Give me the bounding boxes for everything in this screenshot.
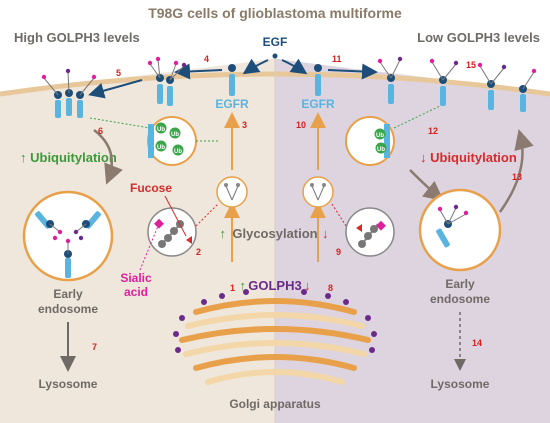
left-heading: High GOLPH3 levels [14, 30, 140, 45]
receptor-cluster-right [377, 56, 537, 112]
lysosome-label-right: Lysosome [431, 377, 490, 391]
step-number-13: 13 [512, 172, 522, 182]
egf-label: EGF [263, 35, 288, 49]
step-number-3: 3 [242, 120, 247, 130]
glycan-zoom-circle-right [345, 207, 395, 257]
ub-connector-right [393, 105, 441, 129]
step-number-12: 12 [428, 126, 438, 136]
arrow-step-6 [93, 129, 123, 185]
step-number-11: 11 [332, 54, 342, 64]
arrow-step-11 [327, 63, 378, 80]
step-number-1: 1 [230, 283, 235, 293]
egf-dot [272, 53, 278, 59]
early-endosome-right [418, 188, 502, 272]
step-number-8: 8 [328, 283, 333, 293]
ub-zoom-circle-right: Ub Ub [345, 116, 395, 166]
fucose-label: Fucose [130, 181, 172, 195]
step-number-10: 10 [296, 120, 306, 130]
early-endosome-left [22, 190, 114, 282]
fucose-pointer [164, 195, 187, 237]
receptor-egfr-right [314, 64, 322, 96]
lysosome-label-left: Lysosome [39, 377, 98, 391]
glycan-small-circle-right [302, 176, 334, 208]
step-number-14: 14 [472, 338, 482, 348]
early-endosome-label-left-line1: Early [53, 287, 83, 301]
sialic-acid-label-line1: Sialic [120, 271, 152, 285]
ub-label: Ub [376, 133, 384, 139]
receptor-cluster-left-far [41, 68, 97, 118]
glycosylation-up-arrow: ↑ [220, 226, 227, 241]
ubiquitylation-down: ↓ Ubiquitylation [420, 150, 517, 165]
arrow-step-5 [88, 79, 143, 99]
figure-title: T98G cells of glioblastoma multiforme [148, 5, 402, 21]
step-number-15: 15 [466, 60, 476, 70]
golph3-down-arrow: ↓ [304, 278, 311, 293]
arrow-step-13 [498, 129, 534, 213]
glycan-zoom-circle-left [147, 207, 197, 257]
golgi-apparatus [173, 289, 377, 385]
step-number-6: 6 [98, 126, 103, 136]
ub-label: Ub [157, 145, 165, 151]
right-cytoplasm [275, 58, 550, 423]
step-number-9: 9 [336, 247, 341, 257]
receptor-cluster-left-mid [147, 56, 187, 106]
step-number-7: 7 [92, 342, 97, 352]
golgi-label: Golgi apparatus [229, 397, 321, 411]
egfr-label-left: EGFR [215, 97, 249, 111]
sialic-acid-label-line2: acid [124, 285, 148, 299]
golph3-up-arrow: ↑ [240, 278, 247, 293]
golph3-label: GOLPH3 [248, 278, 301, 293]
early-endosome-label-left-line2: endosome [38, 302, 98, 316]
ubiquitylation-up: ↑ Ubiquitylation [20, 150, 117, 165]
ub-label: Ub [377, 147, 385, 153]
early-endosome-label-right-line1: Early [445, 277, 475, 291]
zoom-connector-left [195, 203, 219, 227]
receptor-egfr-left [228, 64, 236, 96]
right-heading: Low GOLPH3 levels [417, 30, 540, 45]
zoom-connector-right [331, 203, 347, 227]
egf-arrow-right [281, 58, 308, 75]
arrow-step-4 [174, 63, 223, 80]
ub-label: Ub [157, 127, 165, 133]
egf-arrow-left [242, 58, 269, 75]
glycosylation-down-arrow: ↓ [322, 226, 329, 241]
ub-zoom-circle-left: Ub Ub Ub Ub [147, 116, 197, 166]
step-number-5: 5 [116, 68, 121, 78]
glycan-small-circle-left [216, 176, 248, 208]
ub-label: Ub [174, 149, 182, 155]
step-number-4: 4 [204, 54, 209, 64]
step-number-2: 2 [196, 247, 201, 257]
early-endosome-label-right-line2: endosome [430, 292, 490, 306]
egfr-label-right: EGFR [301, 97, 335, 111]
ub-label: Ub [171, 132, 179, 138]
glycosylation-label: Glycosylation [232, 226, 317, 241]
